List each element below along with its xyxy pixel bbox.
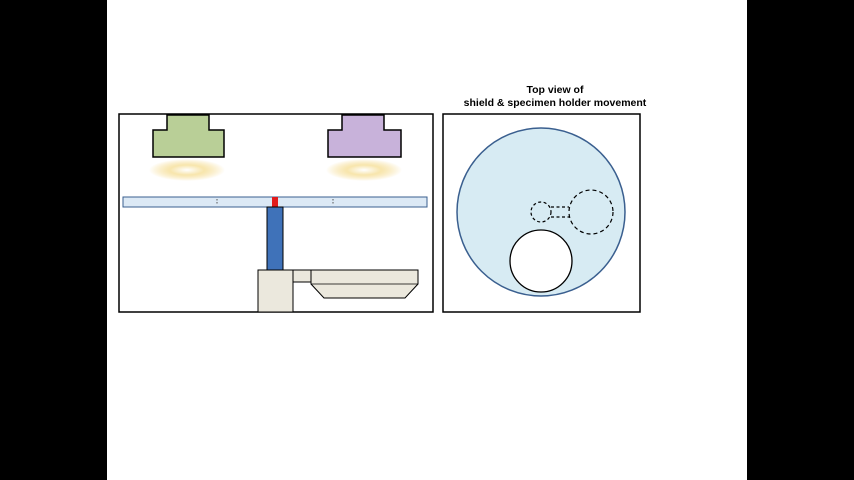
shield-disc [456,127,626,297]
specimen-position-large [568,189,614,235]
side-view-panel [118,113,434,313]
specimen-position-small [530,201,552,223]
base-connector [292,269,312,283]
top-view-caption: Top view of shield & specimen holder mov… [407,84,703,110]
caption-line-2: shield & specimen holder movement [463,97,647,109]
caption-line-1: Top view of [526,84,584,96]
top-view-panel [442,113,641,313]
rotation-shaft [266,206,284,272]
specimen-opening [509,229,573,293]
sputter-source-right [327,114,402,158]
red-marker [272,197,278,207]
plasma-glow-right [326,159,402,181]
diagram-stage: Top view of shield & specimen holder mov… [107,0,747,480]
plasma-glow-left [149,159,225,181]
base-block [257,269,294,313]
sputter-chamber-diagram [118,113,641,313]
sputter-source-left [152,114,225,158]
